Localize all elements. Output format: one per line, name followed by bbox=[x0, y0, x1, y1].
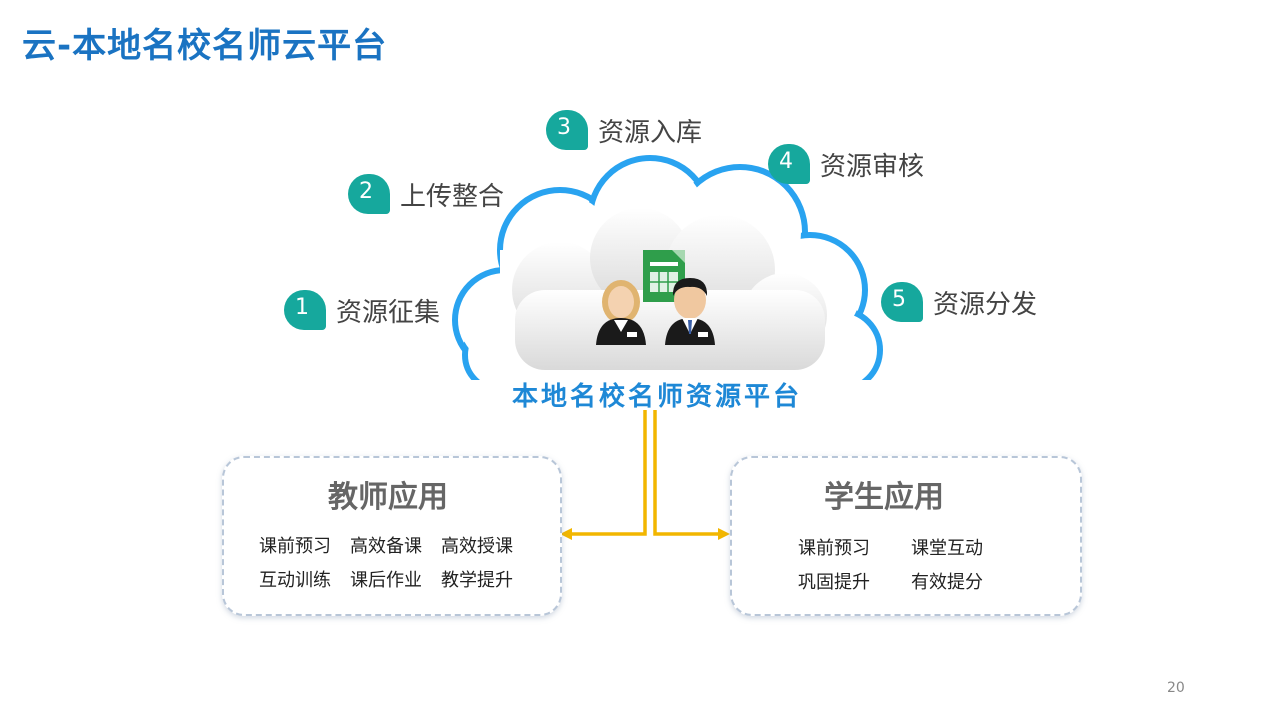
step-label: 上传整合 bbox=[400, 181, 505, 212]
teacher-item: 高效授课 bbox=[441, 536, 513, 557]
student-item: 课堂互动 bbox=[911, 538, 983, 559]
student-item: 课前预习 bbox=[798, 538, 870, 559]
step-badge: 3 bbox=[546, 110, 588, 150]
teacher-item: 课前预习 bbox=[259, 536, 331, 557]
step-5: 5 资源分发 bbox=[881, 282, 1037, 322]
teacher-item: 互动训练 bbox=[259, 570, 331, 591]
teacher-apps-box: 教师应用 课前预习 高效备课 高效授课 互动训练 课后作业 教学提升 bbox=[222, 456, 562, 616]
step-label: 资源审核 bbox=[820, 151, 925, 182]
student-item: 巩固提升 bbox=[798, 572, 870, 593]
step-label: 资源征集 bbox=[336, 297, 441, 328]
step-badge: 4 bbox=[768, 144, 810, 184]
step-label: 资源分发 bbox=[933, 289, 1038, 320]
arrow-left-head bbox=[560, 528, 572, 540]
step-label: 资源入库 bbox=[598, 117, 703, 148]
teacher-item: 教学提升 bbox=[441, 570, 513, 591]
step-3: 3 资源入库 bbox=[546, 110, 702, 150]
step-badge: 2 bbox=[348, 174, 390, 214]
platform-label: 本地名校名师资源平台 bbox=[512, 382, 803, 412]
step-4: 4 资源审核 bbox=[768, 144, 924, 184]
step-2: 2 上传整合 bbox=[348, 174, 504, 214]
student-apps-title: 学生应用 bbox=[824, 480, 944, 515]
student-apps-box: 学生应用 课前预习 课堂互动 巩固提升 有效提分 bbox=[730, 456, 1082, 616]
teacher-apps-title: 教师应用 bbox=[328, 480, 448, 515]
page-title: 云-本地名校名师云平台 bbox=[22, 26, 388, 66]
student-item: 有效提分 bbox=[911, 572, 983, 593]
page-number: 20 bbox=[1167, 680, 1185, 696]
female-teacher-icon bbox=[596, 280, 646, 345]
male-teacher-icon bbox=[665, 278, 715, 345]
teacher-item: 课后作业 bbox=[350, 570, 422, 591]
step-badge: 5 bbox=[881, 282, 923, 322]
connector-arrows bbox=[570, 410, 720, 536]
arrow-right-head bbox=[718, 528, 730, 540]
step-1: 1 资源征集 bbox=[284, 290, 440, 330]
step-badge: 1 bbox=[284, 290, 326, 330]
teacher-item: 高效备课 bbox=[350, 536, 422, 557]
